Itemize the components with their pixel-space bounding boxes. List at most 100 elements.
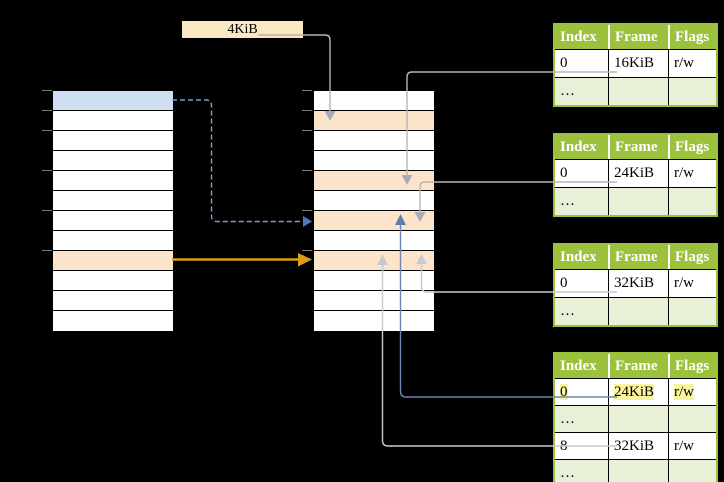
page-table-cell: 0 [560, 275, 568, 291]
middle-address-tick [302, 170, 312, 171]
column-header-frame: Frame [608, 245, 668, 269]
column-header-frame: Frame [608, 135, 668, 159]
page-table-cell [608, 406, 668, 432]
left-address-tick [42, 110, 52, 111]
page-table-cell: 32KiB [608, 433, 668, 459]
page-table-cell [668, 406, 716, 432]
page-table-cell [668, 460, 716, 482]
middle-memory-row-4 [314, 151, 434, 171]
middle-memory-row-12 [314, 311, 434, 331]
middle-memory-row-8 [314, 231, 434, 251]
page-table-cell: 24KiB [608, 160, 668, 187]
left-memory-row-6 [53, 191, 173, 211]
page-table-cell: r/w [668, 379, 716, 405]
page-table-cell [608, 460, 668, 482]
page-table-cell: r/w [668, 160, 716, 187]
middle-memory-row-3 [314, 131, 434, 151]
left-memory-row-1 [53, 91, 173, 111]
page-table-cell [608, 78, 668, 105]
frame-size-label: 4KiB [182, 21, 303, 38]
middle-memory-row-11 [314, 291, 434, 311]
left-memory-row-5 [53, 171, 173, 191]
left-address-tick [42, 250, 52, 251]
middle-address-tick [302, 90, 312, 91]
left-address-tick [42, 130, 52, 131]
column-header-frame: Frame [608, 25, 668, 49]
page-table-cell: 32KiB [608, 270, 668, 297]
column-header-flags: Flags [668, 135, 716, 159]
left-memory-row-7 [53, 211, 173, 231]
middle-address-tick [302, 210, 312, 211]
page-table-cell: r/w [668, 433, 716, 459]
page-table-row: … [555, 297, 716, 325]
column-header-flags: Flags [668, 25, 716, 49]
arrow-orange-page-mapping [172, 253, 312, 267]
page-table-row: … [555, 77, 716, 105]
page-table-cell [668, 188, 716, 215]
arrow-blue-page-mapping-dashed [172, 99, 312, 227]
left-memory-row-3 [53, 131, 173, 151]
page-table-cell: 24KiB [608, 379, 668, 405]
column-header-index: Index [560, 139, 597, 155]
middle-memory-row-7 [314, 211, 434, 231]
page-table-cell: … [560, 193, 575, 209]
middle-memory-row-9 [314, 251, 434, 271]
left-address-tick [42, 90, 52, 91]
page-table-cell: r/w [668, 50, 716, 77]
middle-memory-row-5 [314, 171, 434, 191]
page-table-cell: 0 [560, 55, 568, 71]
page-table-cell [608, 298, 668, 325]
page-table-cell: … [560, 465, 575, 481]
left-memory-row-12 [53, 311, 173, 331]
page-table-cell [608, 188, 668, 215]
left-memory-row-8 [53, 231, 173, 251]
middle-address-tick [302, 110, 312, 111]
left-address-tick [42, 170, 52, 171]
page-table-cell [668, 298, 716, 325]
page-table-cell: 0 [560, 384, 568, 400]
left-memory-row-9 [53, 251, 173, 271]
column-header-frame: Frame [608, 354, 668, 378]
middle-memory-row-2 [314, 111, 434, 131]
column-header-index: Index [560, 358, 597, 374]
middle-memory-table [313, 90, 435, 332]
column-header-flags: Flags [668, 245, 716, 269]
page-table-row: … [555, 187, 716, 215]
page-table-cell [668, 78, 716, 105]
column-header-index: Index [560, 249, 597, 265]
middle-memory-row-6 [314, 191, 434, 211]
left-memory-row-10 [53, 271, 173, 291]
column-header-flags: Flags [668, 354, 716, 378]
page-table-cell: … [560, 83, 575, 99]
page-table-row: … [555, 459, 716, 482]
page-table-cell: 0 [560, 165, 568, 181]
page-table-cell: … [560, 303, 575, 319]
middle-memory-row-10 [314, 271, 434, 291]
page-table-cell: … [560, 411, 575, 427]
left-memory-row-2 [53, 111, 173, 131]
page-table-cell: 8 [560, 438, 568, 454]
left-memory-row-4 [53, 151, 173, 171]
middle-address-tick [302, 130, 312, 131]
page-table-cell: r/w [668, 270, 716, 297]
middle-memory-row-1 [314, 91, 434, 111]
middle-address-tick [302, 250, 312, 251]
left-address-tick [42, 210, 52, 211]
page-table-row: … [555, 405, 716, 432]
page-table-cell: 16KiB [608, 50, 668, 77]
left-memory-row-11 [53, 291, 173, 311]
